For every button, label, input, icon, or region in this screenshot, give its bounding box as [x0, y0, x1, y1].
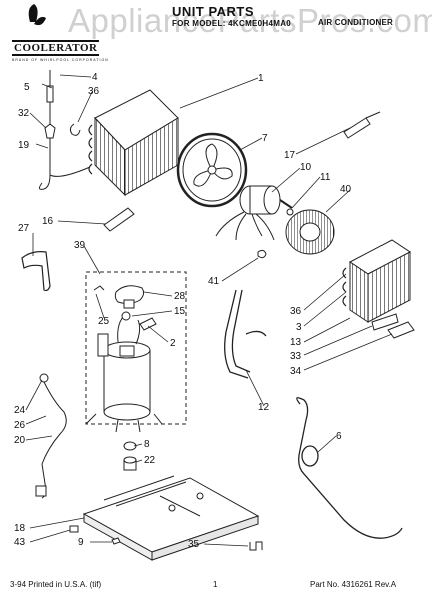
callout-39: 39 — [74, 240, 86, 251]
watermark-text: AppliancePartsPros.com — [68, 2, 432, 39]
base-pan — [82, 475, 260, 561]
print-info: 3-94 Printed in U.S.A. (tif) — [10, 580, 102, 589]
callout-labels: 4 5 36 32 19 1 7 17 10 11 40 16 27 39 41… — [14, 72, 352, 550]
overload-harness — [35, 373, 67, 499]
callout-19: 19 — [18, 140, 30, 151]
callout-1: 1 — [258, 73, 264, 84]
callout-5: 5 — [24, 82, 30, 93]
callout-33: 33 — [290, 351, 302, 362]
power-cord — [296, 397, 403, 539]
leader-lines — [25, 74, 393, 547]
bracket — [103, 207, 135, 232]
callout-18: 18 — [14, 523, 26, 534]
callout-15: 15 — [174, 306, 186, 317]
callout-4: 4 — [92, 72, 98, 83]
callout-35: 35 — [188, 539, 200, 550]
page-number: 1 — [213, 580, 218, 589]
callout-22: 22 — [144, 455, 156, 466]
page-title: UNIT PARTS — [172, 4, 255, 19]
shroud-bracket — [21, 251, 51, 292]
callout-7: 7 — [262, 133, 268, 144]
callout-32: 32 — [18, 108, 30, 119]
drain-pan-parts — [371, 313, 415, 339]
callout-43: 43 — [14, 537, 26, 548]
blower-wheel — [285, 208, 335, 255]
condenser-coil — [88, 89, 179, 197]
grommet-and-spacer — [123, 441, 137, 471]
drain-tube — [224, 289, 267, 379]
callout-2: 2 — [170, 338, 176, 349]
callout-34: 34 — [290, 366, 302, 377]
callout-24: 24 — [14, 405, 26, 416]
callout-28: 28 — [174, 291, 186, 302]
callout-36: 36 — [88, 86, 100, 97]
evaporator-coil — [342, 239, 411, 323]
condenser-fan-blade — [176, 132, 248, 208]
callout-6: 6 — [336, 431, 342, 442]
brand-logo-mark — [28, 4, 46, 26]
callout-17: 17 — [284, 150, 296, 161]
callout-10: 10 — [300, 162, 312, 173]
callout-11: 11 — [320, 172, 331, 183]
brand-logo-text: COOLERATOR — [12, 40, 100, 56]
base-screws — [69, 525, 121, 545]
compressor — [85, 313, 163, 433]
thermostat-bulb-assembly — [38, 70, 91, 190]
callout-3: 3 — [296, 322, 302, 333]
fan-motor — [215, 185, 293, 241]
callout-12: 12 — [258, 402, 270, 413]
part-number: Part No. 4316261 Rev.A — [310, 580, 397, 589]
terminal-cover — [114, 285, 145, 309]
callout-26: 26 — [14, 420, 26, 431]
mounting-screw — [343, 111, 381, 139]
clip — [257, 249, 267, 259]
product-type: AIR CONDITIONER — [318, 18, 393, 27]
model-subtitle: FOR MODEL: 4KCME0H4MA0 — [172, 19, 292, 28]
callout-16: 16 — [42, 216, 54, 227]
callout-9: 9 — [78, 537, 84, 548]
callout-40: 40 — [340, 184, 352, 195]
callout-36-lower: 36 — [290, 306, 302, 317]
callout-13: 13 — [290, 337, 302, 348]
callout-8: 8 — [144, 439, 150, 450]
callout-25: 25 — [98, 316, 110, 327]
compressor-group-outline — [85, 271, 187, 425]
terminal-parts — [93, 285, 157, 331]
clip-35 — [249, 541, 263, 551]
callout-20: 20 — [14, 435, 26, 446]
callout-41: 41 — [208, 276, 220, 287]
callout-27: 27 — [18, 223, 30, 234]
brand-tagline: BRAND OF WHIRLPOOL CORPORATION — [12, 58, 109, 62]
